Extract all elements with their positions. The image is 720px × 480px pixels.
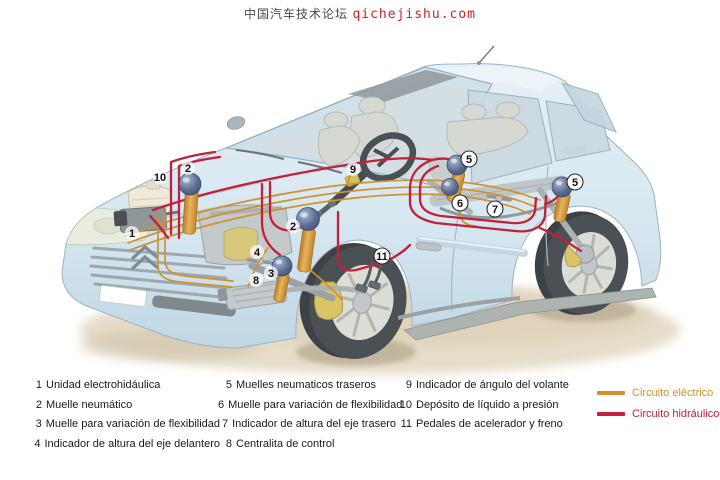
watermark-domain-text: qichejishu.com	[352, 7, 477, 22]
marker-circle-4	[250, 245, 264, 259]
marker-number-4: 4	[254, 247, 261, 259]
marker-circle-5	[460, 150, 478, 168]
marker-number-11: 11	[376, 251, 388, 263]
electric-line-swatch	[597, 390, 625, 395]
marker-number-10: 10	[154, 172, 166, 184]
marker-circle-11	[373, 247, 391, 265]
rear-flex-sphere	[441, 178, 459, 196]
seats	[317, 96, 529, 167]
marker-number-5: 5	[572, 177, 578, 189]
legend-electric-circuit: Circuito eléctrico	[597, 382, 719, 403]
front-left-strut	[178, 172, 202, 235]
hydraulic-line-swatch	[597, 411, 625, 416]
engine	[197, 204, 336, 302]
front-door-handle	[415, 241, 442, 252]
electric-circuit-label: Circuito eléctrico	[632, 386, 714, 399]
front-right-strut	[296, 207, 320, 273]
hydraulic-circuit-lines	[148, 150, 583, 272]
marker-number-9: 9	[350, 164, 356, 176]
sunroof-shade	[348, 70, 458, 102]
marker-number-7: 7	[492, 204, 498, 216]
front-wheel	[299, 242, 407, 359]
legend-hydraulic-circuit: Circuito hidráulico	[597, 403, 719, 424]
rocker-sill	[403, 287, 657, 341]
marker-circle-7	[486, 200, 504, 218]
bumper-air-intake	[152, 295, 236, 317]
marker-circle-5	[566, 173, 584, 191]
marker-number-1: 1	[129, 228, 135, 240]
marker-circle-2	[181, 161, 195, 175]
watermark: 中国汽车技术论坛 qichejishu.com	[0, 5, 720, 23]
steering-wheel	[359, 132, 417, 182]
steering-column	[330, 168, 370, 206]
hydraulic-circuit-label: Circuito hidráulico	[632, 407, 720, 420]
roof-antenna	[478, 45, 495, 64]
watermark-chinese-text: 中国汽车技术论坛	[243, 7, 348, 21]
marker-number-5: 5	[466, 154, 472, 166]
marker-circle-9	[346, 162, 360, 176]
pedals	[355, 261, 383, 293]
control-unit	[217, 279, 288, 311]
circuit-legend: Circuito eléctrico Circuito hidráulico	[597, 382, 719, 424]
marker-number-2: 2	[290, 221, 296, 233]
marker-number-8: 8	[253, 275, 259, 287]
marker-circle-2	[286, 219, 300, 233]
number-markers: 1 2 2 34 5 5 6 7 8 9 10 11	[125, 150, 584, 287]
steering	[315, 132, 417, 218]
marker-number-2: 2	[185, 163, 191, 175]
citroen-chevrons-logo	[130, 244, 160, 271]
marker-circle-3	[264, 266, 278, 280]
rear-window	[560, 82, 617, 133]
suspension-units	[178, 154, 573, 303]
marker-circle-1	[125, 226, 139, 240]
marker-circle-8	[249, 273, 263, 287]
marker-circle-6	[451, 194, 469, 212]
marker-circle-10	[153, 170, 167, 184]
side-mirror	[226, 116, 246, 130]
marker-number-3: 3	[268, 268, 274, 280]
marker-number-6: 6	[457, 198, 463, 210]
license-plate	[99, 285, 147, 307]
